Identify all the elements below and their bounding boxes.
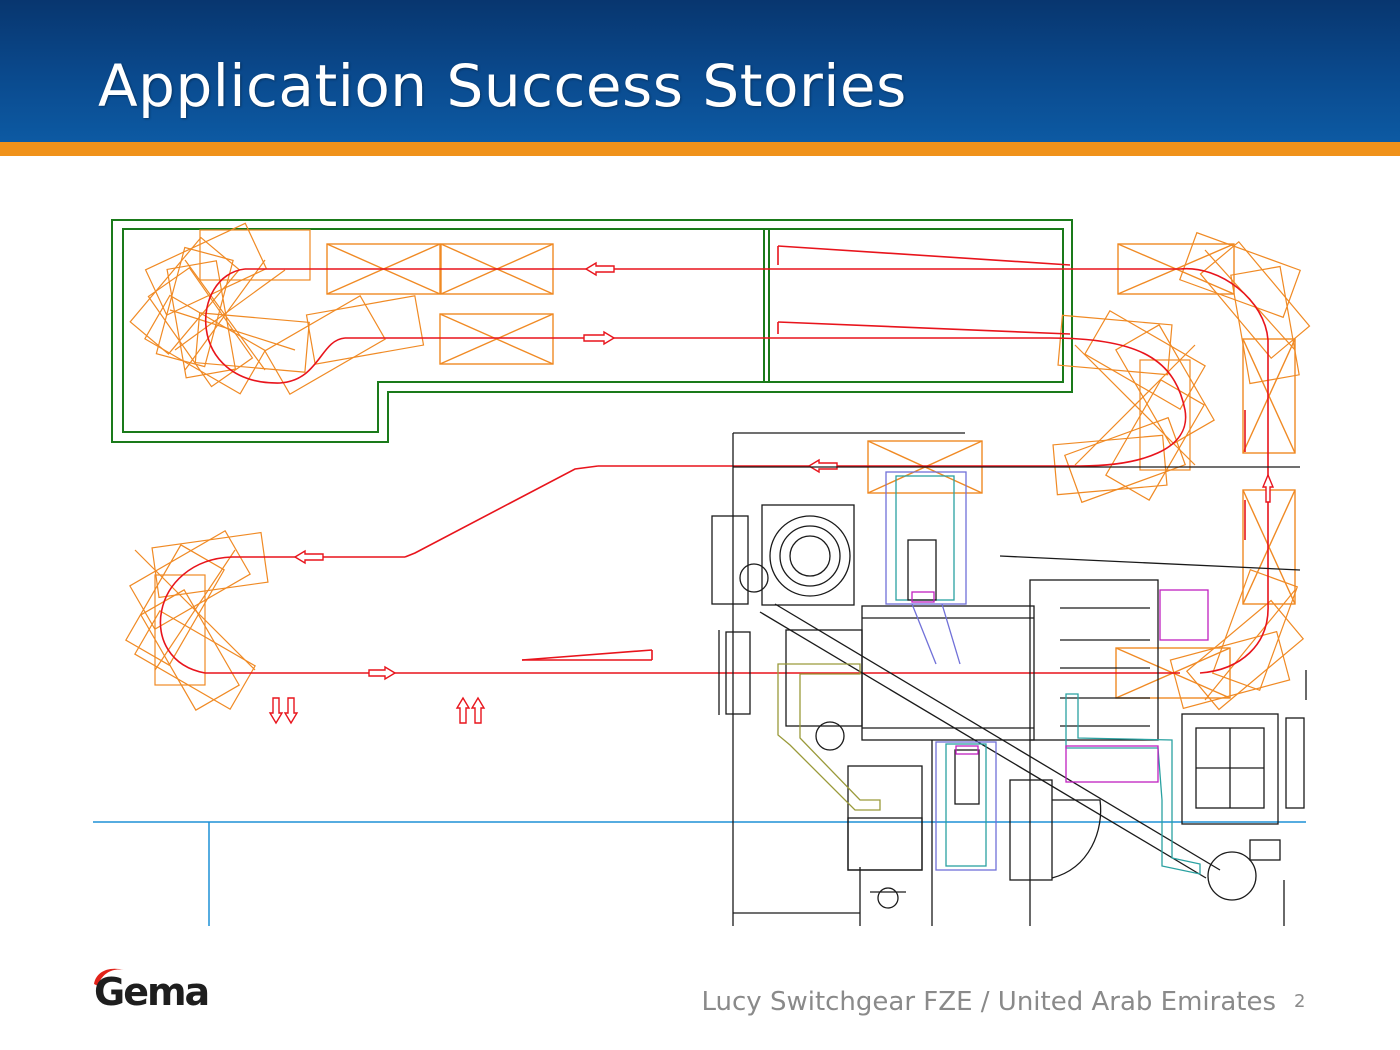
gema-logo-swoosh <box>94 968 124 986</box>
booth-details <box>885 471 1209 871</box>
page-number: 2 <box>1294 991 1306 1012</box>
slide-caption: Lucy Switchgear FZE / United Arab Emirat… <box>701 987 1277 1017</box>
curve-hangers <box>125 222 1311 711</box>
title-banner-stripe <box>0 142 1400 156</box>
reference-lines <box>93 821 1306 926</box>
conveyor-path <box>159 245 1269 674</box>
pretreatment-machinery <box>711 432 1307 926</box>
ducting <box>777 663 1201 875</box>
gema-logo: Gema <box>90 962 220 1022</box>
oven-enclosure <box>111 219 1073 443</box>
flow-arrows <box>268 261 1275 725</box>
slide-title: Application Success Stories <box>98 52 907 120</box>
gema-logo-text: Gema <box>94 970 210 1014</box>
title-banner <box>0 0 1400 142</box>
